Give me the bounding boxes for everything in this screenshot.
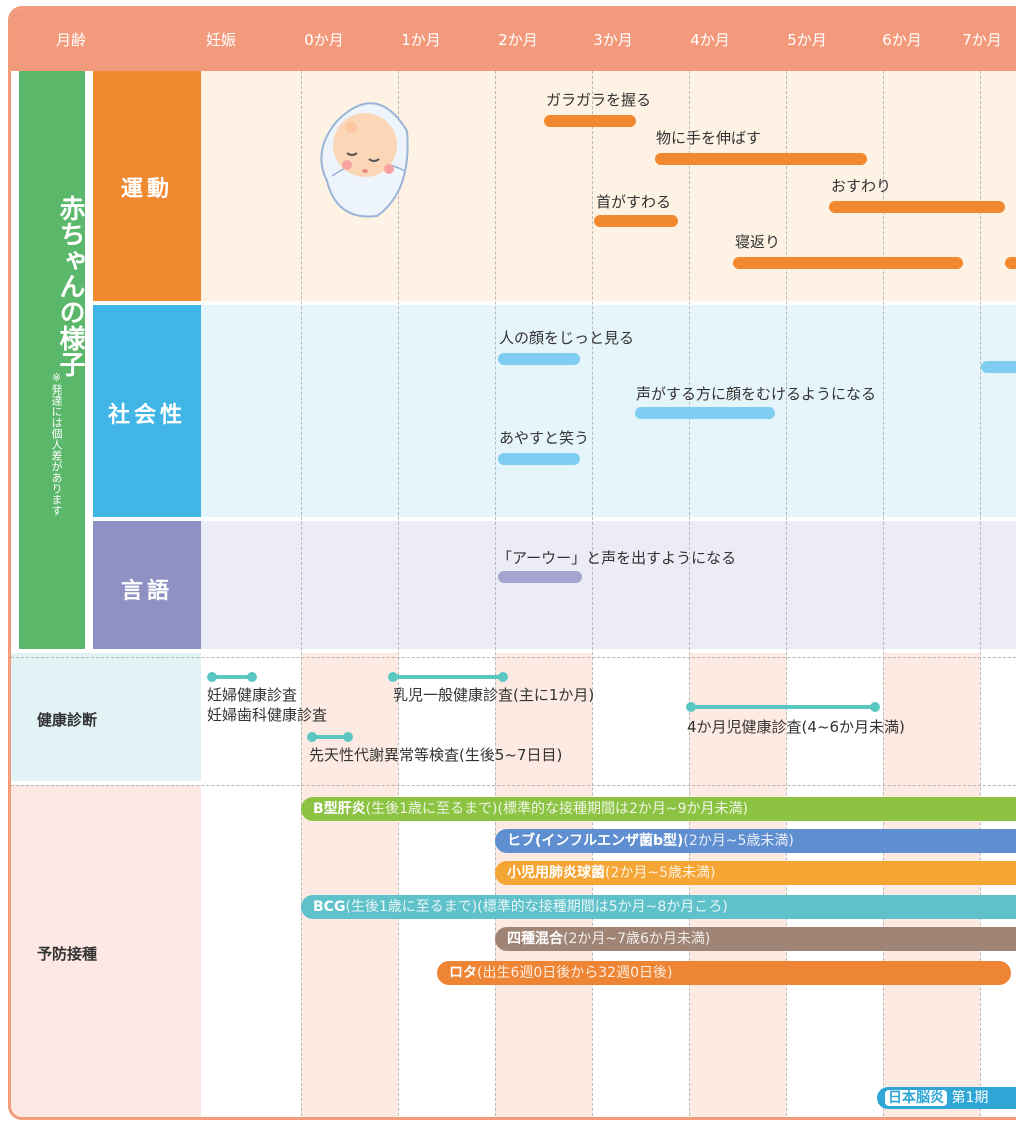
- month-stripe: [495, 653, 592, 1117]
- milestone-label: ガラガラを握る: [546, 91, 652, 109]
- section-divider: [11, 785, 1016, 786]
- checkup-timeline: [388, 672, 508, 682]
- grid-line: [689, 71, 690, 1117]
- milestone-bar: [498, 353, 580, 365]
- milestone-label: あやすと笑う: [499, 429, 590, 447]
- month-label: 0か月: [304, 31, 344, 49]
- vaccine-bar-rotavirus: ロタ(出生6週0日後から32週0日後): [437, 961, 1011, 985]
- milestone-label: 「アーウー」と声を出すようになる: [497, 549, 737, 567]
- month-stripe: [301, 653, 398, 1117]
- month-label: 7か月: [962, 31, 1002, 49]
- vaccine-bar-hib: ヒブ(インフルエンザ菌b型)(2か月~5歳未満): [495, 829, 1016, 853]
- checkup-timeline: [686, 702, 880, 712]
- milestone-bar: [594, 215, 678, 227]
- language-label: 言語: [120, 579, 173, 604]
- month-header: 月齢 妊娠 0か月 1か月 2か月 3か月 4か月 5か月 6か月 7か月: [11, 9, 1016, 71]
- checkup-title: 健康診断: [37, 711, 98, 729]
- milestone-bar: [544, 115, 636, 127]
- grid-line: [495, 71, 496, 1117]
- month-stripe: [883, 653, 980, 1117]
- month-label: 2か月: [498, 31, 538, 49]
- milestone-bar: [498, 453, 580, 465]
- development-note: ※発達には個人差があります: [50, 371, 63, 516]
- grid-line: [883, 71, 884, 1117]
- vaccine-detail: 第1期: [951, 1090, 989, 1106]
- vaccine-name: 四種混合: [507, 931, 563, 947]
- social-section-bg: [201, 305, 1016, 517]
- vaccine-name: B型肝炎: [313, 801, 366, 817]
- grid-line: [980, 71, 981, 1117]
- milestone-bar: [733, 257, 963, 269]
- grid-line: [592, 71, 593, 1117]
- milestone-label: 人の顔をじっと見る: [499, 329, 635, 347]
- vaccine-name: 小児用肺炎球菌: [507, 865, 605, 881]
- milestone-label: 首がすわる: [596, 193, 672, 211]
- vaccine-title: 予防接種: [37, 945, 98, 963]
- milestone-bar: [1005, 257, 1016, 269]
- vaccine-detail: (2か月~5歳未満): [683, 833, 794, 849]
- vaccine-name: ヒブ(インフルエンザ菌b型): [507, 833, 684, 849]
- vaccine-detail: (生後1歳に至るまで)(標準的な接種期間は5か月~8か月ころ): [345, 899, 728, 915]
- language-section-bg: [201, 521, 1016, 649]
- milestone-bar: [655, 153, 867, 165]
- milestone-bar: [635, 407, 775, 419]
- month-label: 1か月: [401, 31, 441, 49]
- motor-label: 運動: [120, 177, 173, 202]
- social-category: 社会性: [93, 305, 201, 517]
- vaccine-detail: (出生6週0日後から32週0日後): [477, 965, 673, 981]
- checkup-label: 4か月児健康診査(4~6か月未満): [687, 718, 905, 736]
- checkup-label: 妊婦歯科健康診査: [207, 706, 328, 724]
- motor-category: 運動: [93, 71, 201, 301]
- month-label: 6か月: [882, 31, 922, 49]
- section-divider: [11, 657, 1016, 658]
- milestone-bar: [498, 571, 582, 583]
- milestone-label: 声がする方に顔をむけるようになる: [636, 385, 877, 403]
- checkup-title-bg: [11, 653, 201, 781]
- vaccine-bar-bcg: BCG(生後1歳に至るまで)(標準的な接種期間は5か月~8か月ころ): [301, 895, 1016, 919]
- vaccine-detail: (2か月~7歳6か月未満): [563, 931, 711, 947]
- vaccine-title-bg: [11, 785, 201, 1117]
- vaccine-bar-hepatitis-b: B型肝炎(生後1歳に至るまで)(標準的な接種期間は2か月~9か月未満): [301, 797, 1016, 821]
- vaccine-bar-pneumococcal: 小児用肺炎球菌(2か月~5歳未満): [495, 861, 1016, 885]
- milestone-bar: [981, 361, 1016, 373]
- month-label: 妊娠: [205, 31, 236, 49]
- social-label: 社会性: [107, 403, 186, 428]
- month-label: 3か月: [593, 31, 633, 49]
- checkup-label: 先天性代謝異常等検査(生後5~7日目): [309, 746, 563, 764]
- checkup-timeline: [207, 672, 257, 682]
- vaccine-detail: (2か月~5歳未満): [605, 865, 716, 881]
- baby-title: 赤ちゃんの様子: [55, 195, 85, 377]
- baby-title-column: 赤ちゃんの様子 ※発達には個人差があります: [19, 71, 85, 649]
- grid-line: [398, 71, 399, 1117]
- vaccine-detail: (生後1歳に至るまで)(標準的な接種期間は2か月~9か月未満): [365, 801, 748, 817]
- language-category: 言語: [93, 521, 201, 649]
- vaccine-bar-japanese-encephalitis: 日本脳炎 第1期: [877, 1087, 1016, 1109]
- vaccine-bar-dpt-ipv: 四種混合(2か月~7歳6か月未満): [495, 927, 1016, 951]
- checkup-label: 妊婦健康診査: [207, 686, 298, 704]
- age-label: 月齢: [55, 31, 86, 49]
- checkup-timeline: [307, 732, 353, 742]
- milestone-bar: [829, 201, 1005, 213]
- grid-line: [301, 71, 302, 1117]
- milestone-label: おすわり: [831, 177, 892, 195]
- vaccine-name: BCG: [313, 899, 346, 915]
- checkup-label: 乳児一般健康診査(主に1か月): [393, 686, 595, 704]
- month-stripe: [689, 653, 786, 1117]
- grid-line: [786, 71, 787, 1117]
- month-label: 5か月: [787, 31, 827, 49]
- month-label: 4か月: [690, 31, 730, 49]
- growth-chart: 月齢 妊娠 0か月 1か月 2か月 3か月 4か月 5か月 6か月 7か月 赤ち…: [8, 6, 1016, 1120]
- vaccine-name: ロタ: [449, 965, 477, 981]
- vaccine-name: 日本脳炎: [885, 1090, 947, 1106]
- milestone-label: 寝返り: [735, 233, 781, 251]
- milestone-label: 物に手を伸ばす: [656, 129, 762, 147]
- baby-illustration: [320, 102, 409, 218]
